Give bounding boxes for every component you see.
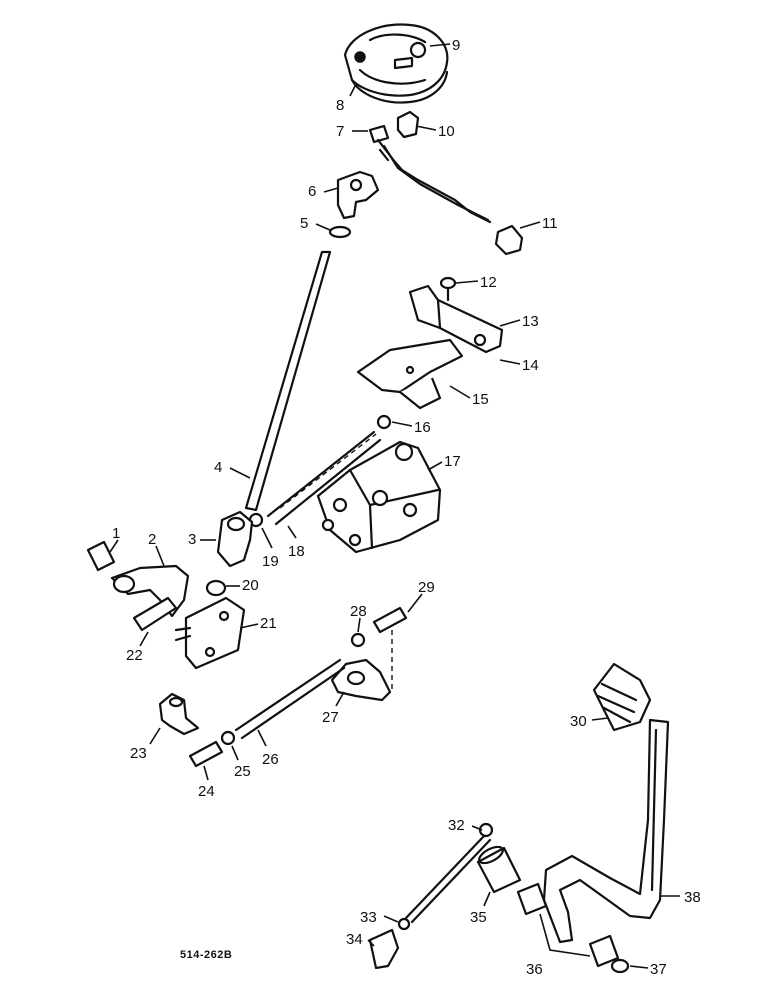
callout-13: 13 — [522, 313, 539, 330]
part-38-pedal-arm — [542, 718, 670, 944]
part-23-clevis — [158, 692, 200, 736]
part-6-yoke — [336, 170, 380, 220]
callout-12: 12 — [480, 274, 497, 291]
callout-1: 1 — [112, 525, 120, 542]
callout-3: 3 — [188, 531, 196, 548]
callout-8: 8 — [336, 97, 344, 114]
part-22-pin — [132, 596, 178, 632]
part-29-pin — [372, 606, 408, 690]
part-1-pin — [86, 540, 116, 572]
part-18-threaded-rod — [266, 430, 382, 526]
callout-30: 30 — [570, 713, 587, 730]
part-30-spring — [592, 662, 652, 732]
part-3-lever-block — [216, 510, 254, 568]
callout-20: 20 — [242, 577, 259, 594]
callout-24: 24 — [198, 783, 215, 800]
callout-16: 16 — [414, 419, 431, 436]
part-24-pin — [188, 740, 224, 768]
callout-25: 25 — [234, 763, 251, 780]
callout-11: 11 — [542, 215, 558, 232]
part-32-rod — [404, 822, 494, 924]
part-7-lever — [368, 124, 492, 224]
callout-10: 10 — [438, 123, 455, 140]
part-4-rod — [244, 250, 332, 512]
callout-2: 2 — [148, 531, 156, 548]
part-8-housing — [343, 23, 449, 104]
part-20-ring — [205, 579, 227, 597]
callout-5: 5 — [300, 215, 308, 232]
callout-35: 35 — [470, 909, 487, 926]
part-28-nut — [350, 632, 366, 648]
callout-7: 7 — [336, 123, 344, 140]
part-5-ring — [328, 225, 352, 239]
callout-36: 36 — [526, 961, 543, 978]
callout-29: 29 — [418, 579, 435, 596]
part-33-nut — [397, 917, 411, 931]
callout-37: 37 — [650, 961, 667, 978]
callout-34: 34 — [346, 931, 363, 948]
callout-6: 6 — [308, 183, 316, 200]
part-16-nut — [376, 414, 392, 430]
callout-23: 23 — [130, 745, 147, 762]
part-37-clip — [610, 958, 630, 974]
part-35-bushing — [476, 845, 522, 894]
callout-17: 17 — [444, 453, 461, 470]
reference-code: 514-262B — [180, 949, 232, 961]
callout-9: 9 — [452, 37, 460, 54]
leader-lines — [109, 43, 680, 969]
callout-26: 26 — [262, 751, 279, 768]
part-26-threaded-rod — [234, 658, 346, 740]
callout-4: 4 — [214, 459, 222, 476]
callout-33: 33 — [360, 909, 377, 926]
part-10-clip — [396, 110, 420, 139]
callout-19: 19 — [262, 553, 279, 570]
part-12-bolt — [439, 276, 457, 302]
part-11-knob — [494, 224, 524, 256]
part-17-valve-body — [316, 440, 442, 554]
callout-38: 38 — [684, 889, 701, 906]
part-15-plate — [356, 338, 464, 410]
callout-27: 27 — [322, 709, 339, 726]
callout-18: 18 — [288, 543, 305, 560]
callout-32: 32 — [448, 817, 465, 834]
callout-28: 28 — [350, 603, 367, 620]
part-25-nut — [220, 730, 236, 746]
callout-14: 14 — [522, 357, 539, 374]
callout-labels: 9 8 7 10 6 11 5 12 13 14 15 16 17 4 18 1… — [112, 37, 701, 978]
part-36-bushing — [516, 882, 620, 968]
part-34-clevis — [368, 928, 400, 970]
part-27-clevis — [330, 658, 392, 702]
part-21-plate — [174, 596, 246, 670]
callout-22: 22 — [126, 647, 143, 664]
callout-21: 21 — [260, 615, 277, 632]
part-13-bracket — [408, 284, 504, 354]
callout-15: 15 — [472, 391, 489, 408]
